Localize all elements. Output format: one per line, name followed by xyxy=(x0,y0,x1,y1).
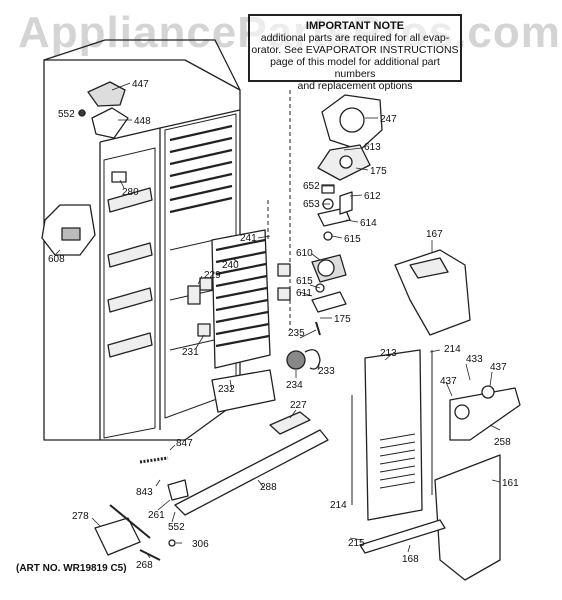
part-278-shape xyxy=(94,517,141,556)
fan-motor-illustration xyxy=(286,94,383,370)
part-labels: 447 552 448 280 608 241 240 229 231 232 … xyxy=(48,79,519,571)
label-233: 233 xyxy=(318,366,335,377)
label-175-bottom: 175 xyxy=(334,314,351,325)
label-608: 608 xyxy=(48,254,65,265)
part-258-shape xyxy=(449,387,521,441)
label-653: 653 xyxy=(303,199,320,210)
label-447: 447 xyxy=(132,79,149,90)
label-615-bottom: 615 xyxy=(296,276,313,287)
label-168: 168 xyxy=(402,554,419,565)
label-615-top: 615 xyxy=(344,234,361,245)
label-227: 227 xyxy=(290,400,307,411)
part-448-shape xyxy=(91,107,129,139)
label-552-bottom: 552 xyxy=(168,522,185,533)
label-214-bottom: 214 xyxy=(330,500,347,511)
label-268: 268 xyxy=(136,560,153,571)
label-213: 213 xyxy=(380,348,397,359)
label-234: 234 xyxy=(286,380,303,391)
label-235: 235 xyxy=(288,328,305,339)
label-437-right: 437 xyxy=(490,362,507,373)
label-552-top: 552 xyxy=(58,109,75,120)
label-232: 232 xyxy=(218,384,235,395)
label-613: 613 xyxy=(364,142,381,153)
label-612: 612 xyxy=(364,191,381,202)
label-433: 433 xyxy=(466,354,483,365)
label-240: 240 xyxy=(222,260,239,271)
label-847: 847 xyxy=(176,438,193,449)
label-247: 247 xyxy=(380,114,397,125)
label-258: 258 xyxy=(494,437,511,448)
part-161-shape xyxy=(434,454,501,581)
label-167: 167 xyxy=(426,229,443,240)
label-843: 843 xyxy=(136,487,153,498)
label-288: 288 xyxy=(260,482,277,493)
label-241: 241 xyxy=(240,233,257,244)
art-number: (ART NO. WR19819 C5) xyxy=(16,563,127,574)
note-line-1: additional parts are required for all ev… xyxy=(260,32,450,44)
label-261: 261 xyxy=(148,510,165,521)
label-448: 448 xyxy=(134,116,151,127)
note-line-2: orator. See EVAPORATOR INSTRUCTIONS xyxy=(251,44,459,56)
label-229: 229 xyxy=(204,270,221,281)
label-306: 306 xyxy=(192,539,209,550)
part-288-shape xyxy=(174,429,329,516)
part-843-shape xyxy=(139,456,169,464)
label-280: 280 xyxy=(122,187,139,198)
label-214-top: 214 xyxy=(444,344,461,355)
label-611: 611 xyxy=(296,288,312,299)
label-610: 610 xyxy=(296,248,313,259)
label-231: 231 xyxy=(182,347,199,358)
note-line-3: page of this model for additional part n… xyxy=(270,56,440,80)
label-215: 215 xyxy=(348,538,365,549)
note-line-4: and replacement options xyxy=(297,80,413,92)
important-note-box: IMPORTANT NOTE additional parts are requ… xyxy=(248,14,462,92)
label-614: 614 xyxy=(360,218,377,229)
note-title: IMPORTANT NOTE xyxy=(305,20,405,32)
label-278: 278 xyxy=(72,511,89,522)
label-652: 652 xyxy=(303,181,320,192)
part-213-shape xyxy=(364,349,423,521)
evaporator-illustration xyxy=(187,229,291,413)
part-168-shape xyxy=(359,519,446,554)
label-161: 161 xyxy=(502,478,519,489)
label-437-left: 437 xyxy=(440,376,457,387)
label-175-top: 175 xyxy=(370,166,387,177)
part-447-shape xyxy=(87,81,126,107)
